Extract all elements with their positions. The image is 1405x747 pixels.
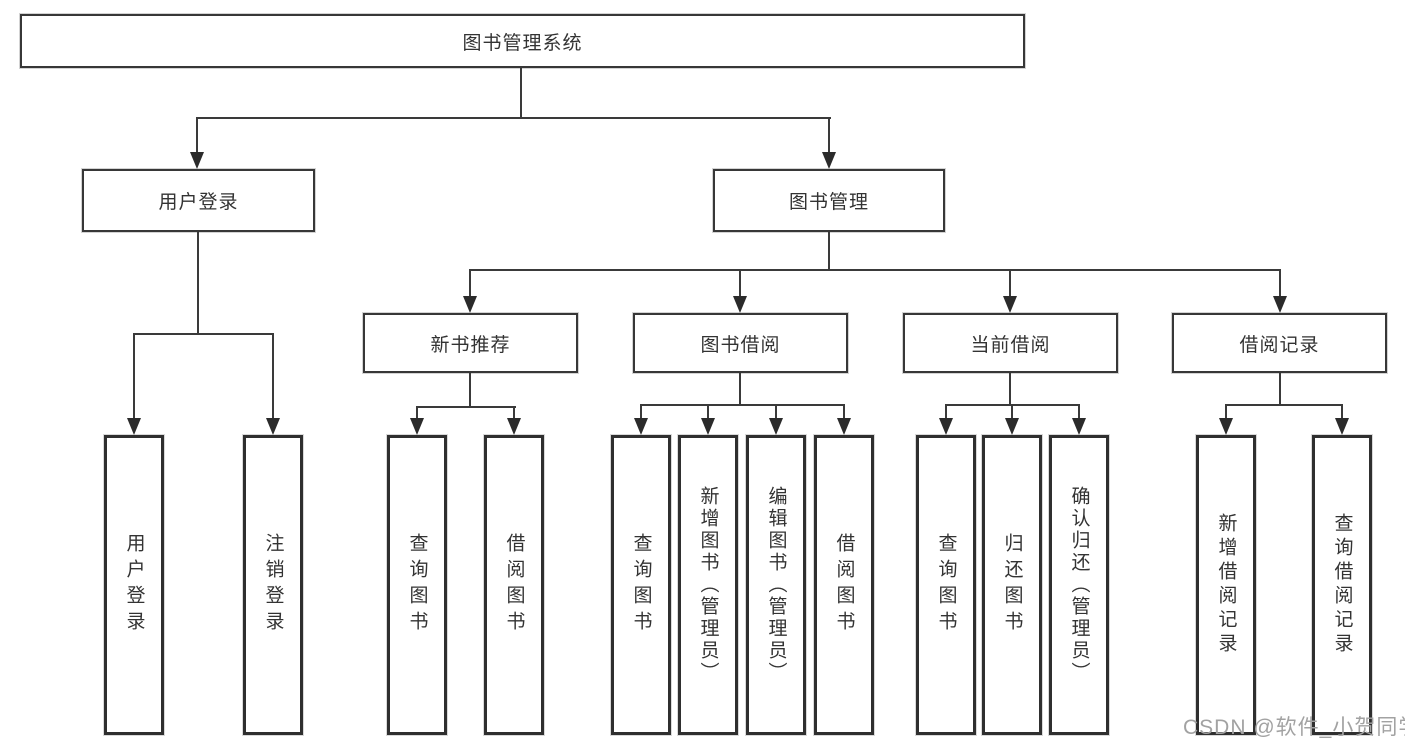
arrow-head xyxy=(1335,418,1349,435)
leaf-add-borrow-record-label: 新增借阅记录 xyxy=(1215,513,1237,657)
leaf-edit-book-admin-label: 编辑图书（管理员） xyxy=(765,486,787,684)
leaf-search-books-2: 查询图书 xyxy=(611,435,671,735)
leaf-add-borrow-record: 新增借阅记录 xyxy=(1196,435,1256,735)
connector-line xyxy=(739,269,741,298)
connector-line xyxy=(1078,404,1080,420)
connector-line xyxy=(1009,269,1011,298)
connector-line xyxy=(469,373,471,407)
connector-line xyxy=(739,373,741,405)
leaf-search-books-2-label: 查询图书 xyxy=(630,533,652,637)
connector-line xyxy=(197,232,199,334)
node-current-borrowing: 当前借阅 xyxy=(903,313,1118,373)
connector-line xyxy=(1011,404,1013,420)
connector-line xyxy=(1225,404,1343,406)
arrow-head xyxy=(634,418,648,435)
leaf-user-login-label: 用户登录 xyxy=(123,533,145,637)
leaf-search-books-3: 查询图书 xyxy=(916,435,976,735)
arrow-head xyxy=(266,418,280,435)
leaf-borrow-books-label: 借阅图书 xyxy=(503,533,525,637)
connector-line xyxy=(520,68,522,118)
leaf-search-borrow-record: 查询借阅记录 xyxy=(1312,435,1372,735)
connector-line xyxy=(469,269,1281,271)
connector-line xyxy=(416,406,418,420)
connector-line xyxy=(133,333,135,419)
connector-line xyxy=(272,333,274,419)
leaf-search-books-3-label: 查询图书 xyxy=(935,533,957,637)
leaf-edit-book-admin: 编辑图书（管理员） xyxy=(746,435,806,735)
leaf-add-book-admin: 新增图书（管理员） xyxy=(678,435,738,735)
connector-line xyxy=(828,232,830,270)
leaf-user-login: 用户登录 xyxy=(104,435,164,735)
leaf-return-books-label: 归还图书 xyxy=(1001,533,1023,637)
arrow-head xyxy=(822,152,836,169)
arrow-head xyxy=(190,152,204,169)
connector-line xyxy=(828,117,830,154)
connector-line xyxy=(640,404,845,406)
arrow-head xyxy=(1072,418,1086,435)
connector-line xyxy=(469,269,471,298)
connector-line xyxy=(945,404,947,420)
arrow-head xyxy=(939,418,953,435)
leaf-search-borrow-record-label: 查询借阅记录 xyxy=(1331,513,1353,657)
arrow-head xyxy=(507,418,521,435)
node-library-management-system: 图书管理系统 xyxy=(20,14,1025,68)
connector-line xyxy=(707,404,709,420)
arrow-head xyxy=(1003,296,1017,313)
arrow-head xyxy=(1005,418,1019,435)
leaf-borrow-books: 借阅图书 xyxy=(484,435,544,735)
connector-line xyxy=(196,117,198,154)
leaf-borrow-books-2: 借阅图书 xyxy=(814,435,874,735)
leaf-add-book-admin-label: 新增图书（管理员） xyxy=(697,486,719,684)
arrow-head xyxy=(733,296,747,313)
connector-line xyxy=(1279,373,1281,405)
node-user-login: 用户登录 xyxy=(82,169,315,232)
leaf-logout: 注销登录 xyxy=(243,435,303,735)
arrow-head xyxy=(837,418,851,435)
arrow-head xyxy=(701,418,715,435)
node-new-book-recommendation: 新书推荐 xyxy=(363,313,578,373)
node-book-management: 图书管理 xyxy=(713,169,945,232)
connector-line xyxy=(416,406,516,408)
node-borrowing-records: 借阅记录 xyxy=(1172,313,1387,373)
leaf-confirm-return-admin-label: 确认归还（管理员） xyxy=(1068,486,1090,684)
arrow-head xyxy=(1219,418,1233,435)
connector-line xyxy=(775,404,777,420)
arrow-head xyxy=(463,296,477,313)
connector-line xyxy=(640,404,642,420)
arrow-head xyxy=(127,418,141,435)
csdn-watermark: CSDN @软件_小贺同学 xyxy=(1183,716,1405,739)
connector-line xyxy=(513,406,515,420)
leaf-return-books: 归还图书 xyxy=(982,435,1042,735)
arrow-head xyxy=(1273,296,1287,313)
connector-line xyxy=(843,404,845,420)
arrow-head xyxy=(769,418,783,435)
connector-line xyxy=(1279,269,1281,298)
connector-line xyxy=(133,333,274,335)
leaf-confirm-return-admin: 确认归还（管理员） xyxy=(1049,435,1109,735)
leaf-borrow-books-2-label: 借阅图书 xyxy=(833,533,855,637)
connector-line xyxy=(1009,373,1011,405)
connector-line xyxy=(196,117,831,119)
arrow-head xyxy=(410,418,424,435)
leaf-search-books-label: 查询图书 xyxy=(406,533,428,637)
node-book-borrowing: 图书借阅 xyxy=(633,313,848,373)
leaf-logout-label: 注销登录 xyxy=(262,533,284,637)
leaf-search-books: 查询图书 xyxy=(387,435,447,735)
connector-line xyxy=(1341,404,1343,420)
connector-line xyxy=(1225,404,1227,420)
